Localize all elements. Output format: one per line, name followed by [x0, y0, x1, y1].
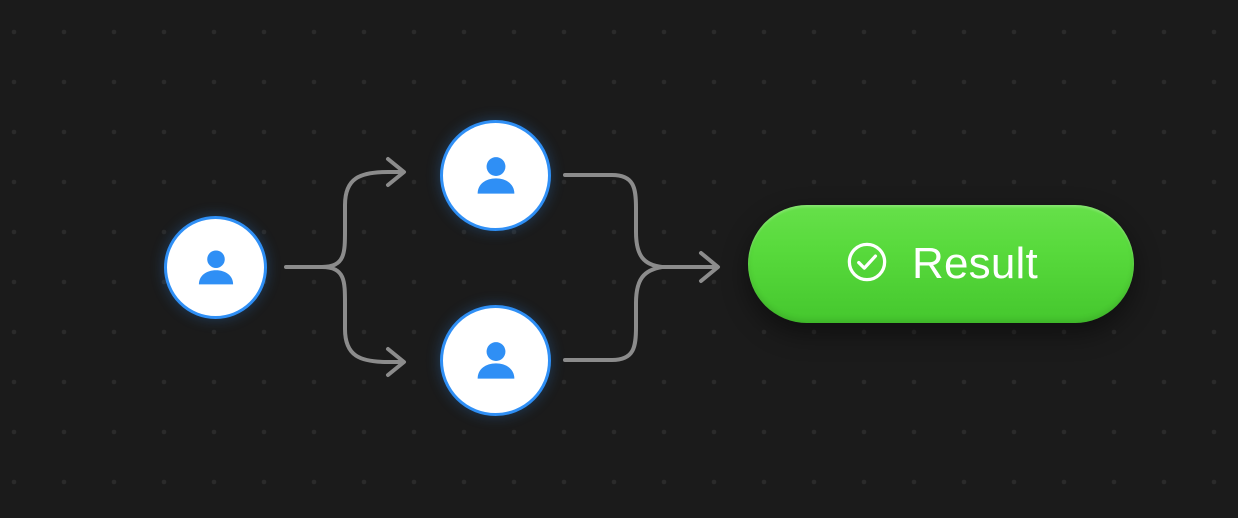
- branch-user-top-avatar[interactable]: [440, 120, 551, 231]
- merge-branch-bottom-path: [563, 265, 664, 362]
- arrowhead-top-icon: [386, 157, 406, 187]
- check-circle-icon: [844, 239, 890, 290]
- source-user-avatar[interactable]: [164, 216, 267, 319]
- merge-branch-top-path: [563, 173, 664, 269]
- person-icon: [467, 332, 525, 390]
- result-button[interactable]: Result: [748, 205, 1134, 323]
- split-branch-bottom-path: [320, 265, 402, 364]
- branch-user-bottom-avatar[interactable]: [440, 305, 551, 416]
- person-icon: [467, 147, 525, 205]
- result-label: Result: [912, 239, 1038, 288]
- arrowhead-result-icon: [699, 251, 720, 283]
- split-branch-top-path: [320, 170, 402, 269]
- arrowhead-bottom-icon: [386, 347, 406, 377]
- person-icon: [189, 241, 243, 295]
